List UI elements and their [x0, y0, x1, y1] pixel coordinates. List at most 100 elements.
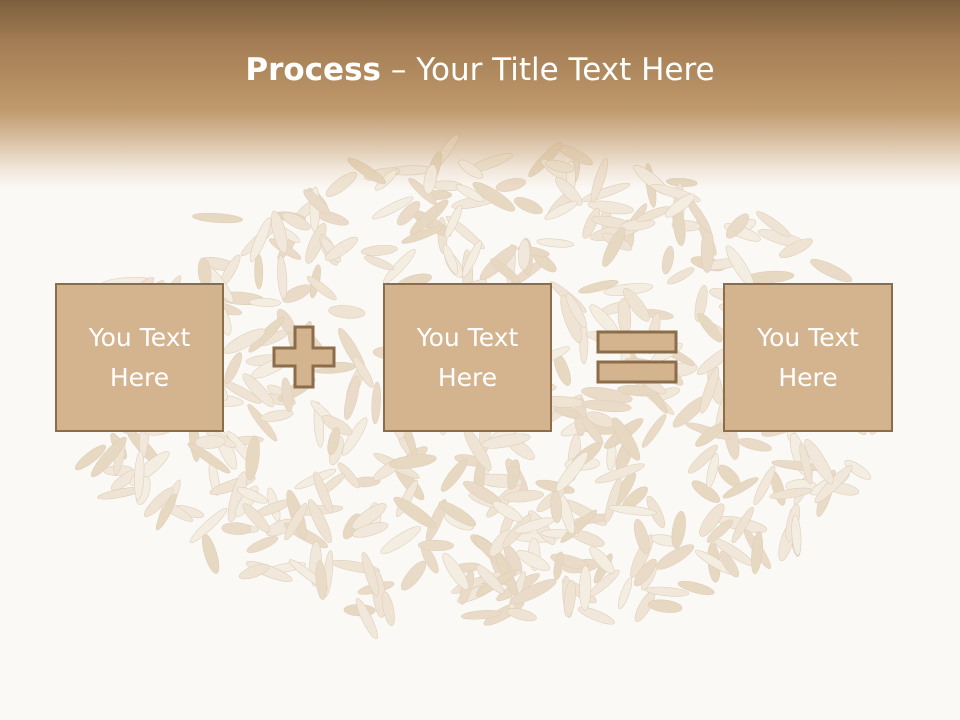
rice-grain	[700, 366, 720, 414]
rice-grain	[810, 258, 853, 283]
rice-grain	[495, 177, 526, 192]
rice-grain	[418, 539, 454, 551]
slide-title: Process – Your Title Text Here	[0, 52, 960, 88]
rice-grain	[461, 240, 482, 278]
rice-grain	[423, 163, 438, 195]
rice-grain	[409, 199, 449, 235]
rice-grain	[589, 546, 615, 574]
rice-grain	[396, 201, 421, 226]
text-box-2[interactable]: You Text Here	[383, 283, 552, 432]
rice-grain	[791, 514, 802, 556]
text-box-1-line2: Here	[109, 362, 170, 392]
rice-grain	[337, 462, 361, 489]
rice-grain	[662, 245, 674, 275]
rice-grain	[281, 377, 293, 412]
rice-grain	[516, 550, 550, 571]
rice-grain	[282, 284, 312, 303]
rice-grain	[249, 217, 272, 262]
rice-grain	[246, 536, 279, 553]
rice-grain	[602, 226, 626, 267]
rice-grain	[374, 169, 398, 191]
rice-grain	[328, 305, 366, 319]
rice-grain	[560, 509, 597, 543]
rice-grain	[667, 267, 695, 285]
rice-grain	[503, 490, 545, 503]
rice-grain	[325, 171, 357, 197]
rice-grain	[254, 253, 264, 290]
text-box-1-line1: You Text	[88, 322, 191, 352]
rice-grain	[699, 503, 725, 537]
rice-grain	[563, 579, 576, 617]
rice-grain	[647, 599, 683, 613]
rice-grain	[555, 176, 583, 206]
text-box-2-line2: Here	[437, 362, 498, 392]
rice-grain	[641, 413, 667, 448]
rice-grain	[550, 490, 562, 524]
rice-grain	[756, 211, 791, 238]
rice-grain	[248, 298, 282, 307]
rice-grain	[751, 531, 763, 575]
rice-grain	[509, 578, 557, 605]
rice-grain	[769, 487, 813, 500]
rice-grain	[388, 454, 437, 469]
rice-grain	[544, 159, 575, 173]
rice-grain	[361, 552, 379, 596]
rice-grain	[579, 565, 592, 611]
rice-grain	[324, 236, 358, 261]
text-box-1[interactable]: You Text Here	[55, 283, 224, 432]
rice-grain	[555, 451, 589, 492]
rice-grain	[544, 200, 578, 220]
rice-grain	[360, 244, 398, 256]
text-box-3[interactable]: You Text Here	[723, 283, 893, 432]
text-box-3-line1: You Text	[757, 322, 859, 352]
rice-grain	[303, 189, 331, 216]
rice-grain	[307, 499, 332, 544]
rice-grain	[581, 416, 604, 445]
rice-grain	[590, 158, 609, 203]
rice-grain	[691, 480, 721, 503]
rice-grain	[595, 463, 645, 484]
rice-grain	[306, 276, 337, 301]
rice-grain	[364, 255, 395, 271]
rice-grain	[506, 608, 537, 622]
text-box-2-line1: You Text	[416, 322, 519, 352]
rice-grain	[844, 460, 872, 480]
equals-icon	[596, 330, 678, 384]
rice-grain	[731, 506, 754, 543]
rice-grain	[476, 564, 505, 594]
rice-grain	[490, 258, 521, 284]
rice-grain	[143, 487, 174, 517]
rice-grain	[458, 159, 484, 179]
rice-grain	[221, 522, 252, 535]
rice-grain	[381, 591, 395, 627]
rice-grain	[270, 210, 288, 254]
rice-grain	[242, 503, 271, 533]
rice-grain	[438, 501, 477, 527]
header-band	[0, 0, 960, 190]
rice-grain	[284, 502, 308, 541]
rice-grain	[155, 493, 177, 531]
title-bold: Process	[245, 52, 381, 88]
rice-grain	[440, 458, 468, 492]
rice-grain	[697, 312, 723, 343]
rice-grain	[74, 444, 107, 471]
title-text: Your Title Text Here	[416, 52, 715, 88]
rice-grain	[518, 238, 531, 271]
rice-grain	[779, 238, 813, 259]
rice-grain	[664, 193, 696, 218]
rice-grain	[623, 288, 650, 322]
rice-grain	[633, 558, 657, 587]
rice-grain	[611, 417, 641, 461]
plus-icon	[272, 325, 336, 389]
rice-grain	[442, 553, 469, 590]
rice-grain	[442, 244, 459, 275]
rice-grain	[722, 477, 759, 499]
rice-grain	[608, 504, 657, 516]
rice-grain	[327, 427, 341, 456]
rice-grain	[671, 511, 686, 549]
rice-grain	[645, 586, 690, 597]
rice-grain	[507, 459, 521, 491]
rice-grain	[313, 471, 333, 514]
rice-grain	[194, 435, 226, 449]
rice-grain	[633, 519, 650, 555]
